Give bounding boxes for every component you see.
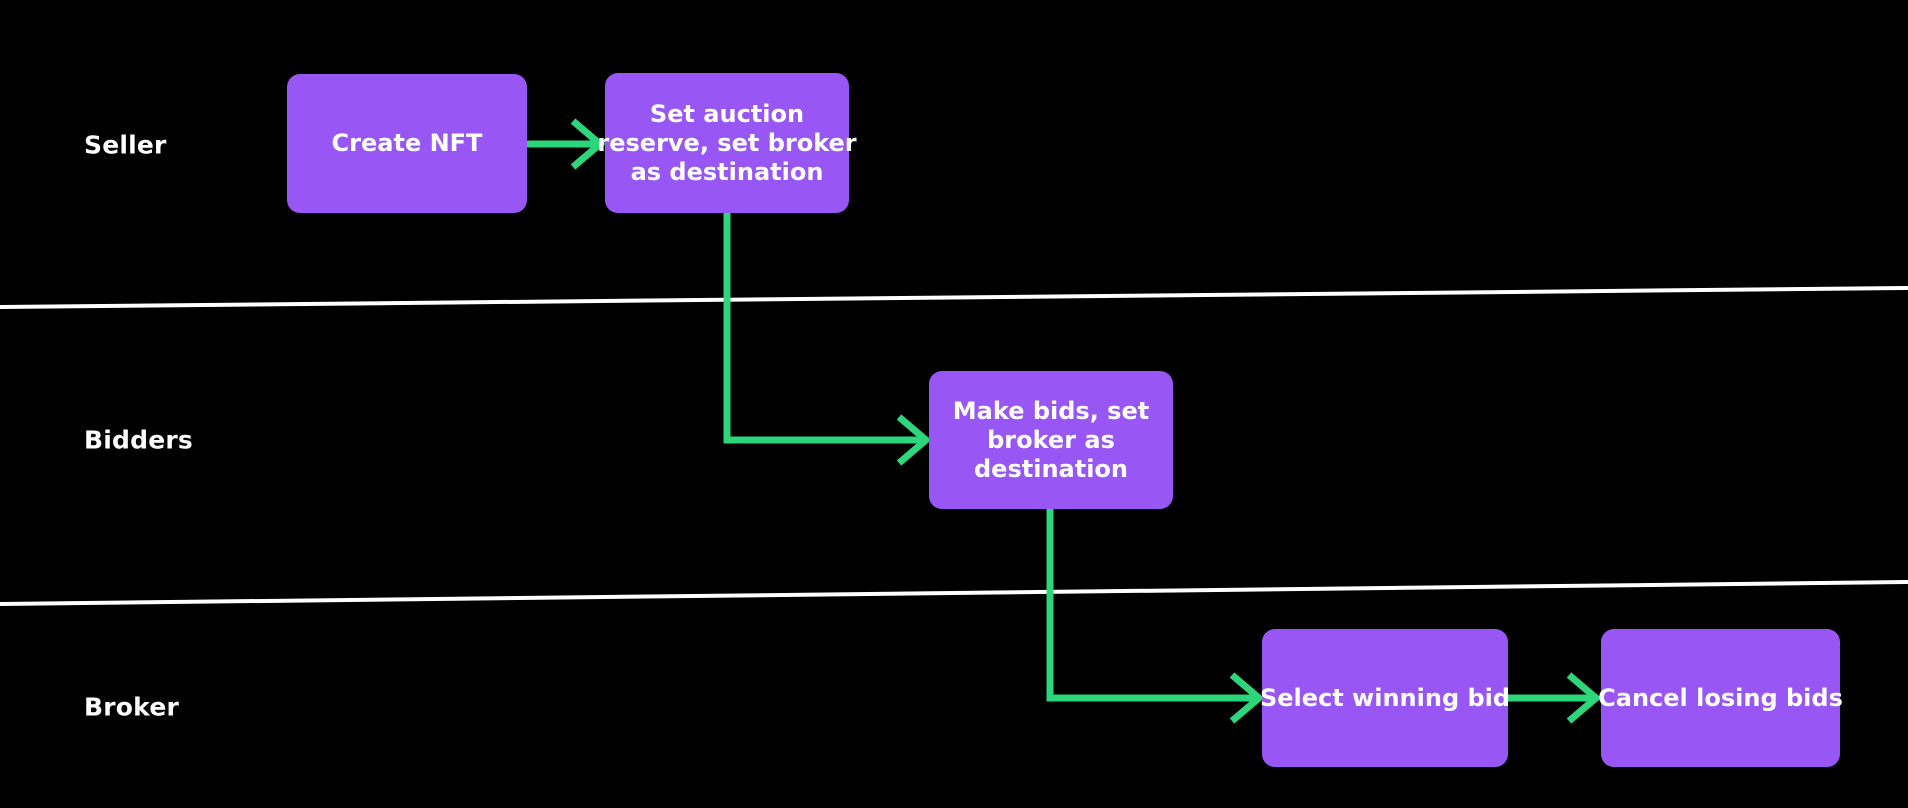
node-make-bids-line2: broker as <box>987 425 1115 454</box>
lane-label-bidders: Bidders <box>84 425 193 455</box>
node-select-winning-bid-label: Select winning bid <box>1259 683 1511 712</box>
lane-label-seller: Seller <box>84 130 167 160</box>
arrowhead-makebids-to-selectwinning <box>1229 672 1265 724</box>
node-cancel-losing-bids-label: Cancel losing bids <box>1598 683 1843 712</box>
lane-label-broker: Broker <box>84 692 179 722</box>
arrowhead-selectwinning-to-cancellosing <box>1566 672 1602 724</box>
arrow-makebids-to-selectwinning <box>1046 509 1257 702</box>
node-create-nft[interactable]: Create NFT <box>287 74 527 213</box>
lane-divider-bidders-broker <box>0 580 1908 606</box>
node-cancel-losing-bids[interactable]: Cancel losing bids <box>1598 629 1843 767</box>
node-set-auction-line1: Set auction <box>649 99 805 128</box>
node-make-bids[interactable]: Make bids, set broker as destination <box>929 371 1173 509</box>
node-set-auction-line3: as destination <box>630 157 824 186</box>
lane-divider-seller-bidders <box>0 286 1908 309</box>
node-set-auction-line2: reserve, set broker <box>597 128 857 157</box>
node-make-bids-line3: destination <box>974 454 1128 483</box>
node-create-nft-label: Create NFT <box>331 129 483 157</box>
arrow-setauction-to-makebids <box>723 213 924 444</box>
node-make-bids-line1: Make bids, set <box>952 396 1150 425</box>
arrowhead-setauction-to-makebids <box>896 414 932 466</box>
node-select-winning-bid[interactable]: Select winning bid <box>1259 629 1511 767</box>
node-set-auction-reserve[interactable]: Set auction reserve, set broker as desti… <box>597 73 857 213</box>
arrowhead-create-to-setauction <box>570 118 606 170</box>
